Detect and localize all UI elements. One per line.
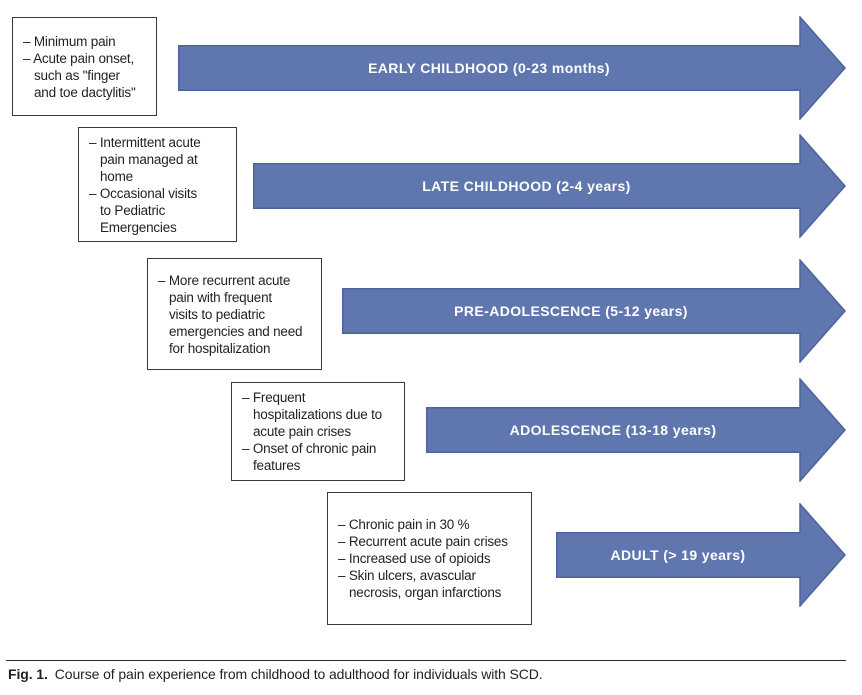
stage-label-adult: ADULT (> 19 years) [610, 547, 746, 563]
notes-box-adult: – Chronic pain in 30 % – Recurrent acute… [327, 492, 532, 625]
stage-label-pre-adolescence: PRE-ADOLESCENCE (5-12 years) [454, 303, 688, 319]
stage-label-adolescence: ADOLESCENCE (13-18 years) [509, 422, 717, 438]
right-arrow-icon [556, 503, 846, 607]
right-arrow-icon [342, 259, 846, 363]
stage-arrow-pre-adolescence: PRE-ADOLESCENCE (5-12 years) [342, 259, 846, 363]
figure-caption: Fig. 1. Course of pain experience from ch… [8, 666, 848, 682]
note-bullet: – Intermittent acute pain managed at hom… [89, 134, 201, 184]
stage-arrow-adolescence: ADOLESCENCE (13-18 years) [426, 378, 846, 482]
figure-caption-text: Course of pain experience from childhood… [54, 666, 543, 682]
right-arrow-icon [253, 134, 846, 238]
caption-divider [6, 660, 846, 661]
note-bullet: – More recurrent acute pain with frequen… [158, 272, 303, 356]
note-bullet: – Acute pain onset, such as "finger and … [23, 50, 136, 100]
note-bullet: – Minimum pain [23, 33, 116, 49]
note-bullet: – Occasional visits to Pediatric Emergen… [89, 185, 197, 235]
note-bullet: – Onset of chronic pain features [242, 441, 377, 473]
right-arrow-icon [426, 378, 846, 482]
figure-number: Fig. 1. [8, 666, 48, 682]
stage-label-late-childhood: LATE CHILDHOOD (2-4 years) [422, 178, 631, 194]
notes-box-pre-adolescence: – More recurrent acute pain with frequen… [147, 258, 322, 370]
notes-box-early-childhood: – Minimum pain – Acute pain onset, such … [12, 17, 157, 116]
notes-box-late-childhood: – Intermittent acute pain managed at hom… [78, 127, 237, 242]
note-bullet: – Recurrent acute pain crises [338, 534, 508, 549]
stage-arrow-late-childhood: LATE CHILDHOOD (2-4 years) [253, 134, 846, 238]
note-bullet: – Chronic pain in 30 % [338, 517, 470, 532]
right-arrow-icon [178, 16, 846, 120]
note-bullet: – Increased use of opioids [338, 551, 491, 566]
stage-arrow-adult: ADULT (> 19 years) [556, 503, 846, 607]
stage-arrow-early-childhood: EARLY CHILDHOOD (0-23 months) [178, 16, 846, 120]
stage-label-early-childhood: EARLY CHILDHOOD (0-23 months) [368, 60, 610, 76]
note-bullet: – Frequent hospitalizations due to acute… [242, 390, 382, 439]
note-bullet: – Skin ulcers, avascular necrosis, organ… [338, 568, 502, 600]
notes-box-adolescence: – Frequent hospitalizations due to acute… [231, 382, 405, 481]
